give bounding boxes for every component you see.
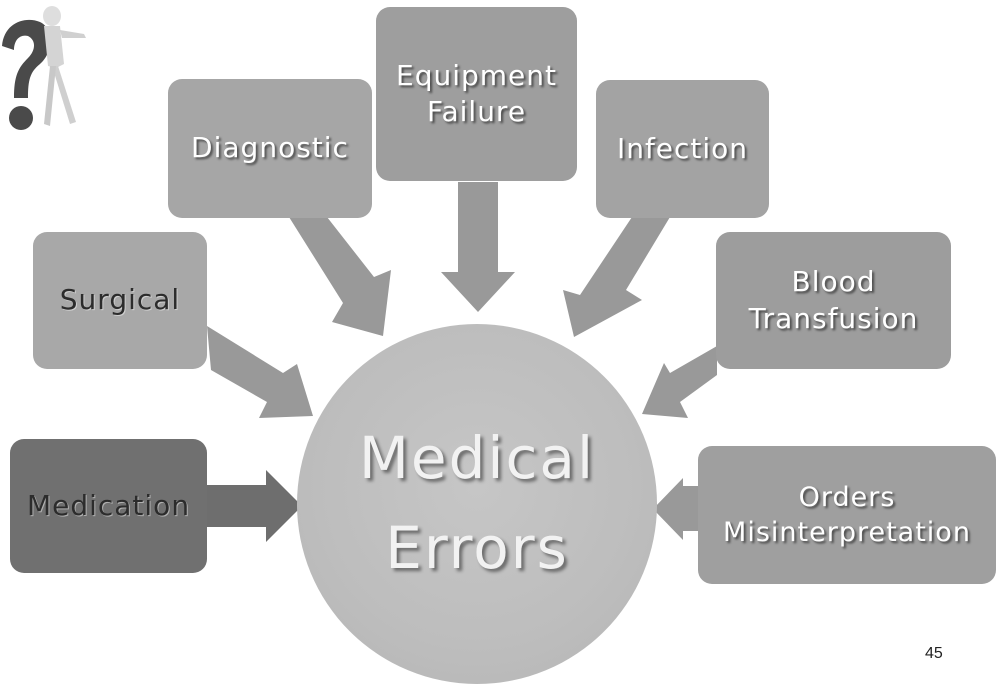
cause-box-surgical: Surgical (33, 232, 207, 369)
cause-box-blood-transfusion: Blood Transfusion (716, 232, 951, 369)
arrow-infection (563, 217, 670, 337)
arrow-medication (207, 470, 302, 542)
cause-label-orders: Orders (798, 481, 896, 513)
cause-label-transfusion: Transfusion (748, 301, 919, 335)
cause-label-blood: Blood (791, 265, 876, 299)
cause-label-infection: Infection (616, 131, 749, 165)
question-mark-figure-icon (2, 6, 86, 130)
cause-box-medication: Medication (10, 439, 207, 573)
cause-box-infection: Infection (596, 80, 769, 218)
arrow-orders (653, 478, 698, 540)
cause-box-orders-misinterpretation: Orders Misinterpretation (698, 446, 996, 584)
page-number: 45 (925, 645, 943, 662)
arrow-diagnostic (289, 217, 391, 336)
cause-box-diagnostic: Diagnostic (168, 79, 372, 218)
cause-label-diagnostic: Diagnostic (191, 131, 349, 165)
cause-label-failure: Failure (426, 95, 527, 128)
cause-label-surgical: Surgical (59, 283, 181, 317)
arrow-surgical (207, 326, 313, 418)
arrow-equipment (441, 182, 515, 312)
hub-label-errors: Errors (385, 514, 569, 582)
arrow-blood (642, 346, 717, 418)
cause-label-medication: Medication (26, 488, 191, 522)
cause-label-equipment: Equipment (396, 58, 557, 92)
cause-box-equipment-failure: Equipment Failure (376, 7, 577, 181)
cause-label-misinterpretation: Misinterpretation (723, 517, 971, 548)
center-hub-medical-errors: Medical Errors (297, 324, 657, 684)
hub-label-medical: Medical (358, 424, 596, 493)
